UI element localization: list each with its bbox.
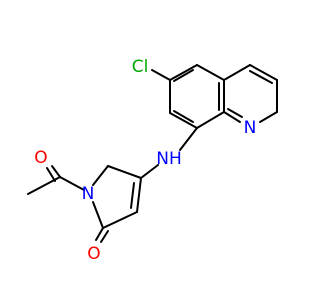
lactam-oxygen-label: O xyxy=(87,244,100,264)
pyridine-ring xyxy=(223,64,278,123)
chlorine-label: Cl xyxy=(132,57,149,77)
bond-c-nh xyxy=(179,127,198,151)
bond xyxy=(107,165,142,179)
bond xyxy=(136,177,142,213)
ring-nitrogen-label: N xyxy=(82,184,95,204)
molecule-structure: Cl N NH N O O xyxy=(27,57,278,264)
acetyl-oxygen-label: O xyxy=(34,148,47,168)
bond-co-lactam xyxy=(100,230,109,243)
molecule-canvas: Cl N NH N O O xyxy=(27,57,278,264)
bond xyxy=(249,70,273,84)
amine-nh-label: NH xyxy=(156,149,182,169)
bond-co-lactam xyxy=(95,227,104,241)
bond xyxy=(223,64,251,81)
bond xyxy=(130,182,135,209)
bond xyxy=(223,111,241,123)
bond xyxy=(92,165,109,186)
bond xyxy=(196,64,225,81)
pyrrolinone-ring xyxy=(92,165,142,229)
bond xyxy=(249,64,278,81)
bond-acetyl-co xyxy=(46,167,56,182)
bond xyxy=(92,201,104,229)
bond xyxy=(196,111,225,129)
bond xyxy=(227,108,243,118)
bond-n-acetyl xyxy=(59,176,85,191)
bond-c-cl xyxy=(151,69,171,81)
benzene-ring xyxy=(169,64,225,129)
bond xyxy=(169,64,198,81)
bond xyxy=(259,111,278,123)
bond xyxy=(102,211,138,229)
bond xyxy=(173,110,194,123)
quinoline-nitrogen-label: N xyxy=(244,118,257,138)
bond-nh-c xyxy=(140,164,159,179)
bond-acetyl-co xyxy=(51,165,61,178)
bond xyxy=(169,112,198,129)
bond xyxy=(173,69,194,82)
